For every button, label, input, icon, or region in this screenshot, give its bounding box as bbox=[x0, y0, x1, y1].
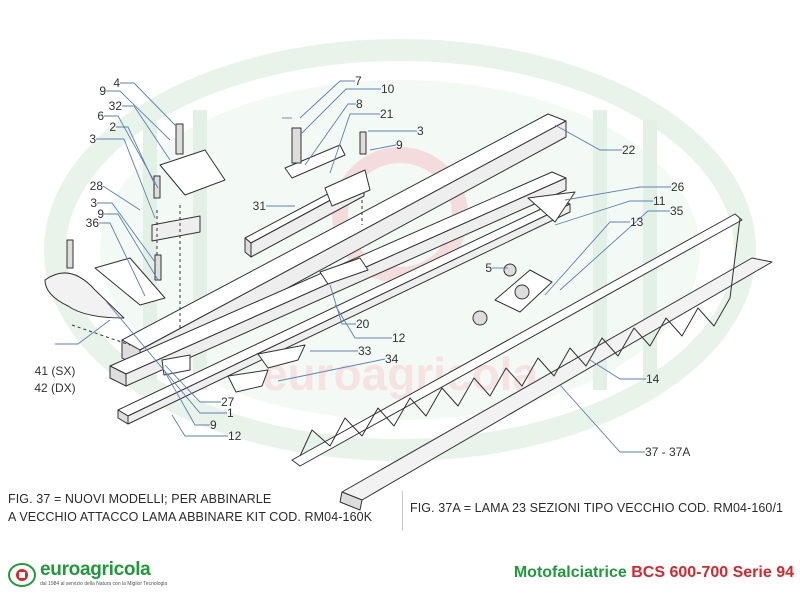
callout-label: 8 bbox=[356, 97, 363, 111]
callout-label: 3 bbox=[90, 196, 97, 210]
callout-label: 9 bbox=[396, 138, 403, 152]
parts bbox=[44, 113, 773, 511]
callout-label: 12 bbox=[392, 331, 406, 345]
part-1-bar bbox=[117, 199, 571, 425]
caption-fig37-line1: FIG. 37 = NUOVI MODELLI; PER ABBINARLE bbox=[8, 492, 272, 506]
callout-label: 6 bbox=[97, 109, 104, 123]
callout-label: 36 bbox=[86, 216, 100, 230]
model-title-type: Motofalciatrice bbox=[513, 564, 627, 581]
callout-label: 20 bbox=[356, 317, 370, 331]
part-14-guard bbox=[339, 257, 773, 511]
callout-label: 3 bbox=[89, 132, 96, 146]
callout-label: 13 bbox=[630, 215, 644, 229]
callout-label: 3 bbox=[417, 124, 424, 138]
part-35-bracket bbox=[494, 269, 553, 313]
callout-label: 26 bbox=[671, 180, 685, 194]
part-36-bracket bbox=[94, 257, 166, 306]
callout-label: 9 bbox=[99, 84, 106, 98]
callout-label: 10 bbox=[381, 82, 395, 96]
part-6-bracket bbox=[159, 149, 226, 196]
model-title-name: BCS 600-700 Serie 94 bbox=[631, 564, 794, 581]
callout-label: 32 bbox=[109, 99, 123, 113]
brand-logo[interactable]: euroagricola dal 1984 al servizio della … bbox=[8, 559, 208, 593]
callout-label: 7 bbox=[355, 74, 362, 88]
callout-label: 11 bbox=[653, 194, 666, 208]
part-37-knife bbox=[291, 213, 743, 467]
caption-fig37-line2: A VECCHIO ATTACCO LAMA ABBINARE KIT COD.… bbox=[8, 510, 373, 524]
caption-divider bbox=[402, 491, 403, 531]
callout-label: 22 bbox=[622, 143, 636, 157]
logo-text: euroagricola bbox=[40, 559, 151, 580]
callout-label: 14 bbox=[646, 372, 660, 386]
logo-emblem-icon bbox=[8, 563, 36, 587]
part-28-plate bbox=[151, 215, 201, 242]
logo-tagline: dal 1984 al servizio della Natura con la… bbox=[40, 581, 168, 587]
callout-label: 21 bbox=[380, 107, 394, 121]
part-8-link bbox=[284, 144, 346, 179]
callout-label: 33 bbox=[358, 344, 372, 358]
leader-lines bbox=[55, 80, 671, 453]
footer: euroagricola dal 1984 al servizio della … bbox=[0, 556, 800, 600]
part-20-clamp bbox=[319, 257, 369, 285]
callout-label: 41 (SX) bbox=[35, 364, 76, 378]
callout-label: 42 (DX) bbox=[34, 381, 75, 395]
callout-label: 9 bbox=[210, 418, 217, 432]
callout-label: 4 bbox=[113, 76, 120, 90]
callout-label: 31 bbox=[253, 199, 267, 213]
callout-label: 1 bbox=[227, 406, 234, 420]
callout-label: 37 - 37A bbox=[645, 445, 690, 459]
callout-label: 34 bbox=[385, 352, 399, 366]
part-41-shoe bbox=[44, 272, 125, 319]
caption-fig37: FIG. 37 = NUOVI MODELLI; PER ABBINARLE A… bbox=[8, 490, 372, 526]
callout-label: 5 bbox=[485, 261, 492, 275]
callout-label: 35 bbox=[670, 204, 684, 218]
part-34-section bbox=[227, 369, 269, 393]
callout-label: 12 bbox=[228, 429, 242, 443]
part-33-section bbox=[257, 344, 306, 369]
model-title: Motofalciatrice BCS 600-700 Serie 94 bbox=[514, 564, 794, 582]
part-21-plate bbox=[324, 169, 371, 207]
callout-label: 27 bbox=[221, 395, 235, 409]
callout-label: 9 bbox=[97, 207, 104, 221]
callout-label: 28 bbox=[90, 179, 104, 193]
part-11-plate bbox=[527, 191, 576, 223]
caption-fig37a: FIG. 37A = LAMA 23 SEZIONI TIPO VECCHIO … bbox=[410, 501, 784, 515]
dashed-guides bbox=[71, 200, 363, 346]
callout-label: 2 bbox=[109, 120, 116, 134]
